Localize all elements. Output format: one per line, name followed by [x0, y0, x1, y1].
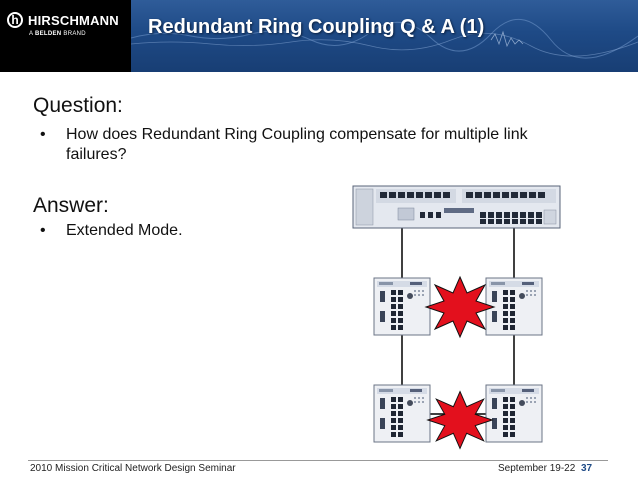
bullet-icon: • [40, 126, 46, 143]
question-text: •How does Redundant Ring Coupling compen… [40, 126, 528, 163]
footer-date: September 19-22 [498, 463, 576, 474]
answer-heading: Answer: [33, 194, 109, 217]
switch-bottom-left [373, 384, 431, 443]
footer-divider [28, 460, 608, 461]
brand-tagline: A BELDEN BRAND [29, 31, 86, 37]
footer-event: 2010 Mission Critical Network Design Sem… [30, 463, 236, 474]
link-failure-burst-icon [427, 391, 493, 449]
backbone-switch [352, 185, 561, 229]
slide-header: h HIRSCHMANN A BELDEN BRAND Redundant Ri… [0, 0, 638, 72]
switch-bottom-right [485, 384, 543, 443]
switch-top-right [485, 277, 543, 336]
link-failure-burst-icon [425, 276, 495, 338]
answer-text: •Extended Mode. [40, 222, 183, 239]
brand-logo: h HIRSCHMANN A BELDEN BRAND [0, 0, 131, 72]
hirschmann-logo-icon: h [7, 12, 23, 28]
slide-title: Redundant Ring Coupling Q & A (1) [148, 16, 485, 38]
brand-name: HIRSCHMANN [28, 13, 119, 28]
header-wave-decoration [131, 19, 638, 59]
page-number: 37 [581, 463, 593, 474]
switch-top-left [373, 277, 431, 336]
question-heading: Question: [33, 94, 123, 117]
bullet-icon: • [40, 222, 46, 239]
